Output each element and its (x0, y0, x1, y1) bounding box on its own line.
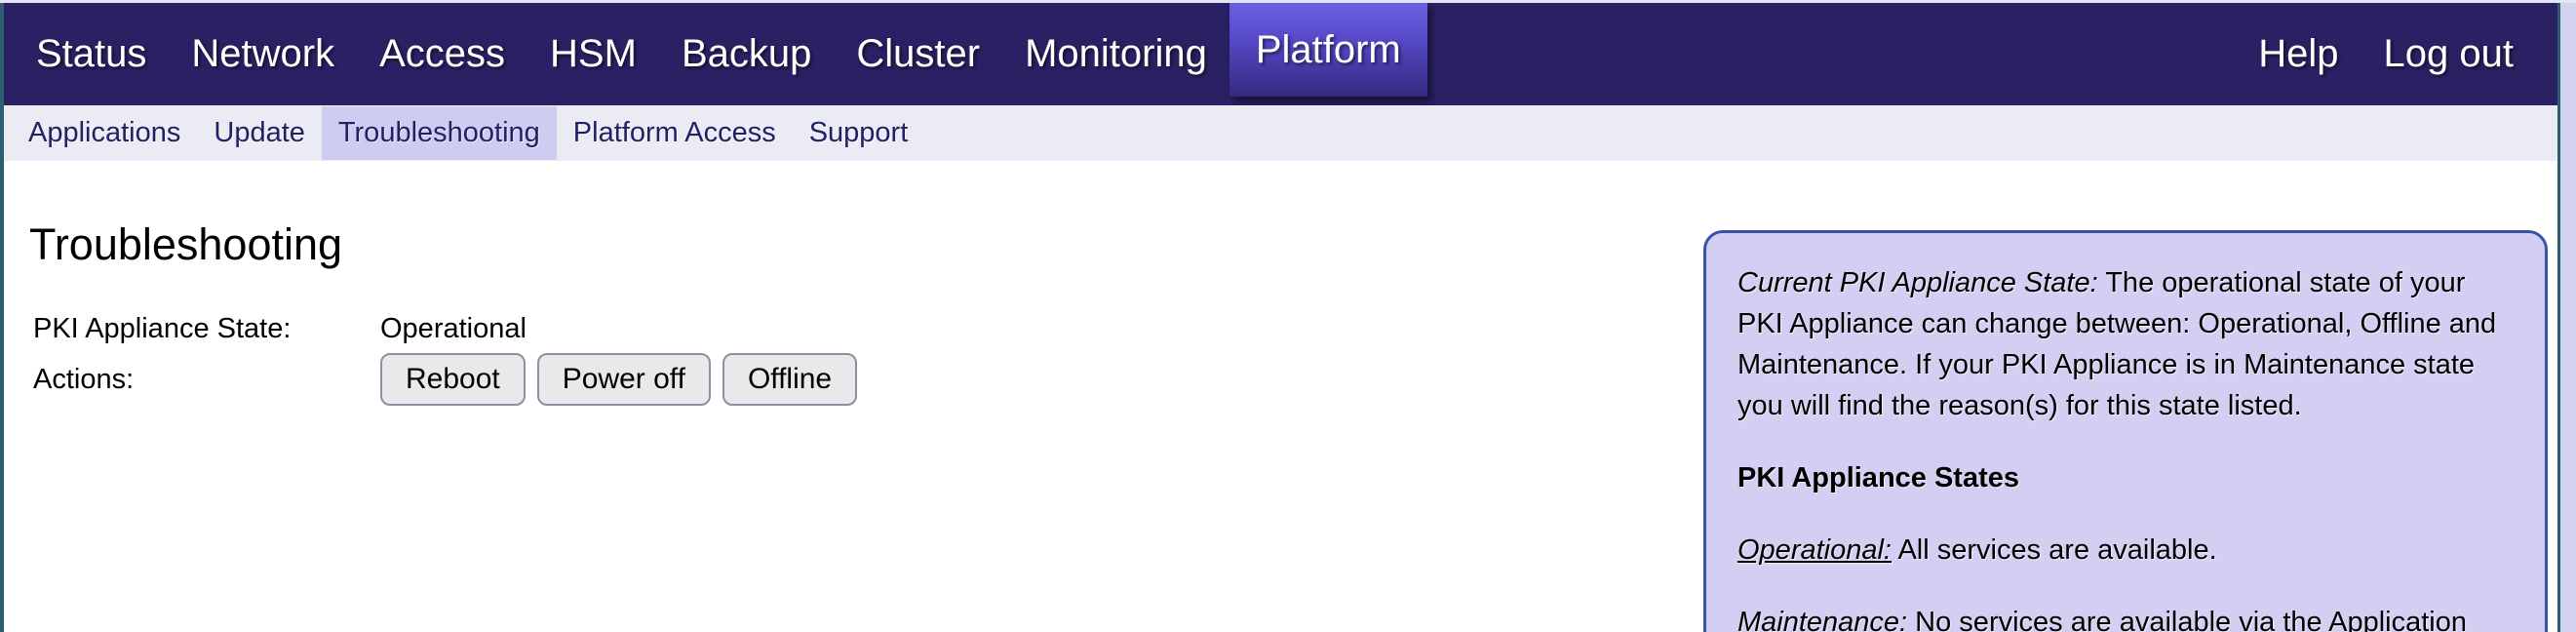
reboot-button[interactable]: Reboot (380, 353, 526, 406)
state-value: Operational (380, 313, 527, 344)
help-intro-lead: Current PKI Appliance State: (1737, 267, 2098, 298)
help-states-heading: PKI Appliance States (1737, 462, 2020, 494)
backup-nav-link[interactable]: Backup (681, 31, 812, 75)
help-panel: Current PKI Appliance State: The operati… (1703, 230, 2548, 632)
sub-nav: Applications Update Troubleshooting Platfor… (4, 105, 2557, 161)
top-nav: Status Network Access HSM Backup Cluster Monit… (0, 2, 2557, 105)
help-nav-link[interactable]: Help (2258, 31, 2339, 75)
state-row: PKI Appliance State: Operational (33, 313, 2557, 345)
power-off-button[interactable]: Power off (536, 353, 711, 406)
offline-button[interactable]: Offline (722, 353, 858, 406)
operational-help-item: Operational: All services are available. (1737, 530, 2516, 571)
operational-description: All services are available. (1892, 534, 2217, 566)
access-nav-link[interactable]: Access (379, 31, 506, 75)
log-out-nav-link[interactable]: Log out (2383, 31, 2514, 75)
maintenance-term: Maintenance: (1737, 607, 1908, 632)
actions-label: Actions: (33, 363, 135, 395)
hsm-nav-link[interactable]: HSM (550, 31, 637, 75)
help-intro-text: The operational state of your PKI Applia… (1737, 267, 2497, 421)
platform-access-tab[interactable]: Platform Access (572, 117, 776, 148)
help-states-list: Operational: All services are available.… (1737, 530, 2516, 632)
applications-tab[interactable]: Applications (28, 117, 181, 148)
top-edge-line (0, 0, 2576, 3)
operational-term: Operational: (1737, 534, 1892, 566)
maintenance-description: No services are available via the Applic… (1915, 607, 2467, 632)
status-nav-link[interactable]: Status (36, 31, 147, 75)
top-nav-right-group: Help Log out (2236, 2, 2536, 105)
support-tab[interactable]: Support (808, 117, 909, 148)
page-title: Troubleshooting (29, 219, 343, 269)
update-tab[interactable]: Update (214, 117, 305, 148)
state-label: PKI Appliance State: (33, 313, 292, 344)
state-info: PKI Appliance State: Operational Actions… (33, 313, 2557, 406)
help-intro-paragraph: Current PKI Appliance State: The operati… (1737, 262, 2516, 426)
top-nav-main-group: Status Network Access HSM Backup Cluster Monit… (14, 2, 1427, 105)
left-edge-line (0, 0, 4, 632)
troubleshooting-tab[interactable]: Troubleshooting (321, 106, 557, 160)
vertical-scrollbar[interactable] (2557, 0, 2576, 632)
maintenance-help-item: Maintenance: No services are available v… (1737, 602, 2516, 632)
platform-nav-link[interactable]: Platform (1229, 3, 1427, 97)
network-nav-link[interactable]: Network (191, 31, 335, 75)
cluster-nav-link[interactable]: Cluster (856, 31, 981, 75)
monitoring-nav-link[interactable]: Monitoring (1025, 31, 1207, 75)
